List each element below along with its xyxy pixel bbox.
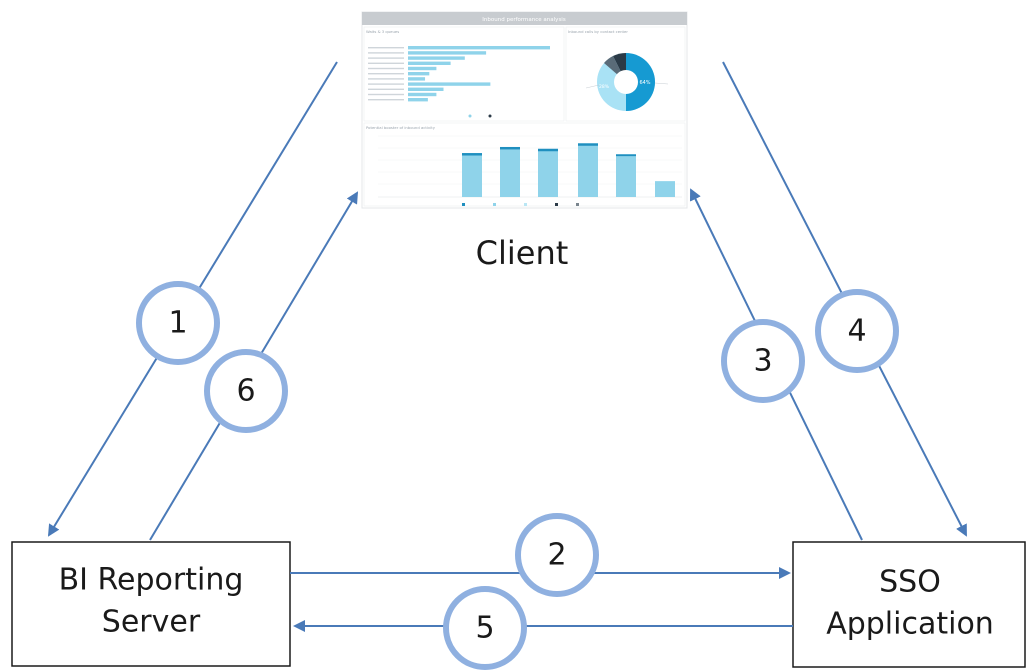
hbar-label-1 [368,47,404,49]
step-4-circle [815,289,899,373]
donut-leader-2 [585,84,600,89]
step-6-number: 6 [236,374,255,409]
panel-top-right-title: Inbound calls by contact center [568,29,628,34]
hbar-label-8 [368,83,404,85]
donut-main-slice [626,53,655,111]
step-4-number: 4 [847,314,866,349]
step-1-circle [136,281,220,365]
donut-main-pct: 64% [639,80,650,86]
donut-hole [614,70,638,94]
hbar-7 [408,77,426,81]
hbar-label-10 [368,93,404,96]
sso-application-box: SSO Application [792,541,1026,668]
panel-top-left-title: Waits & 3 queues [366,29,399,34]
vbar-5 [616,154,636,197]
hbar-2 [408,51,487,55]
donut-leader-1 [654,82,669,85]
bi-server-label-line2: Server [102,605,201,640]
sso-app-rect [792,541,1026,668]
hbar-4 [408,61,451,65]
hbar-chart [368,46,550,102]
hbar-label-11 [368,99,404,101]
step-3-badge: 3 [721,319,805,403]
hbar-label-2 [368,52,404,54]
hbar-8 [408,82,491,86]
step-3-number: 3 [753,344,772,379]
step-2-badge: 2 [515,513,599,597]
bi-reporting-server-box: BI Reporting Server [11,541,291,667]
hbar-legend-dot-2 [488,114,492,118]
step-6-circle [204,349,288,433]
step-1-number: 1 [168,306,187,341]
vbar-2 [500,146,520,197]
hbar-label-4 [368,62,404,64]
dashboard-title: Inbound performance analysis [482,17,566,23]
hbar-label-9 [368,88,404,90]
hbar-label-6 [368,73,404,75]
vbar-cap-4 [578,143,598,146]
hbar-9 [408,87,444,91]
vbar-cap-1 [462,153,482,156]
vbar-cap-5 [616,154,636,157]
panel-bottom [363,122,686,207]
step-1-badge: 1 [136,281,220,365]
panel-bottom-title: Potential booster of inbound activity [366,125,436,130]
hbar-1 [408,46,550,50]
hbar-5 [408,66,437,71]
dashboard-title-bar [362,12,687,25]
vbar-cap-2 [500,146,520,150]
hbar-label-5 [368,67,404,70]
step-5-number: 5 [475,611,494,646]
hbar-label-3 [368,57,404,59]
donut-chart: 64% 28% [585,52,669,111]
vbar-1 [462,153,482,197]
step-2-number: 2 [547,538,566,573]
vbar-chart [462,143,675,197]
hbar-legend-dot-1 [468,114,472,118]
vbar-cap-3 [538,148,558,152]
client-label: Client [476,234,569,272]
vbar-3 [538,148,558,197]
bi-server-label-line1: BI Reporting [59,563,244,598]
hbar-11 [408,98,428,102]
bar-chart-legend [462,203,579,206]
step-3-circle [721,319,805,403]
client-dashboard-thumbnail: Inbound performance analysis Waits & 3 q… [361,11,688,209]
sso-app-label-line1: SSO [879,565,941,600]
step-4-badge: 4 [815,289,899,373]
step-5-circle [443,586,527,670]
hbar-10 [408,92,437,97]
hbar-3 [408,56,465,60]
hbar-label-7 [368,78,404,80]
bi-server-rect [11,541,291,667]
vbar-6 [655,181,675,197]
sso-app-label-line2: Application [826,607,994,642]
vbar-4 [578,143,598,197]
hbar-6 [408,72,430,76]
donut-light-pct: 28% [599,84,610,90]
step-5-badge: 5 [443,586,527,670]
step-2-circle [515,513,599,597]
step-6-badge: 6 [204,349,288,433]
